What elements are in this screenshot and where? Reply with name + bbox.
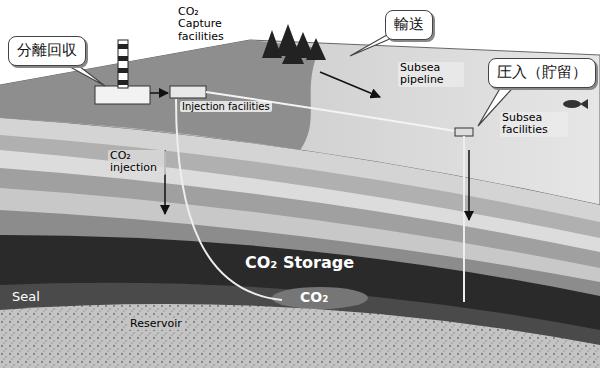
storage-layer [0,235,600,368]
part-label: CO₂ Capture facilities [178,6,240,43]
callout-box: 輸送 [385,10,433,40]
co2-plume [272,287,368,309]
part-label: Subsea pipeline [398,62,464,87]
part-label: CO₂ injection [108,150,166,175]
callout-box: 圧入（貯留） [488,58,596,88]
part-label: Subsea facilities [500,112,568,137]
stratum [0,118,600,368]
part-label: CO₂ [300,290,328,306]
stratum [0,210,600,368]
stratum [0,168,600,368]
callout-text: 輸送 [394,15,424,33]
flow-arrow [150,92,168,94]
part-label: CO₂ Storage [245,254,354,272]
callout-text: 分離回収 [17,41,77,59]
seal-layer [0,283,600,368]
callout-box: 分離回収 [8,36,86,66]
reservoir-layer [0,304,600,368]
flow-arrow [320,72,380,97]
part-label: Seal [12,290,40,305]
part-label: Reservoir [128,318,184,330]
chimney [118,40,128,88]
subsea-facility [455,128,473,136]
stratum [0,188,600,368]
flow-arrow [468,150,470,220]
stratum [0,135,600,368]
forest [262,24,326,64]
callout-text: 圧入（貯留） [497,63,587,81]
injection-well [463,136,465,302]
injection-facility [170,86,206,98]
stratum [0,150,600,368]
part-label: Injection facilities [180,101,272,112]
fish [563,99,588,109]
capture-building [95,86,150,104]
